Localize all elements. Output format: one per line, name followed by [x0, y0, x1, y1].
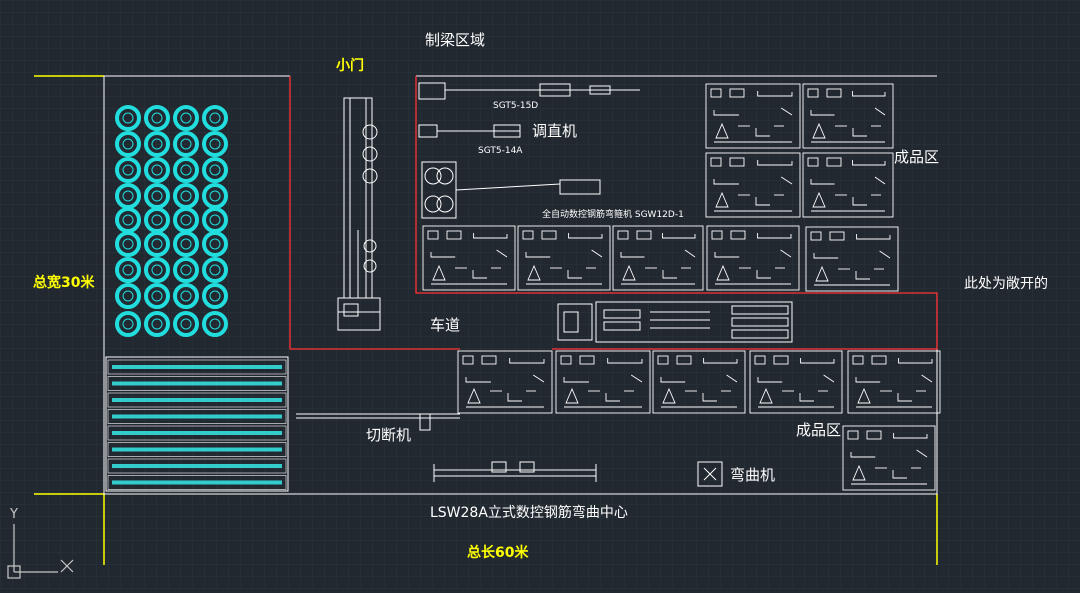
- coil-icon: [173, 105, 199, 131]
- coil-icon: [115, 283, 141, 309]
- total-length-label: 总长60米: [467, 544, 529, 561]
- coil-icon: [115, 231, 141, 257]
- coil-icon: [115, 131, 141, 157]
- open-side-label: 此处为敞开的: [964, 276, 1048, 292]
- machine-sgt5-14a-label: SGT5-14A: [478, 146, 523, 156]
- total-width-label: 总宽30米: [33, 274, 95, 291]
- cutter-machine: [296, 413, 460, 431]
- finished-area-label: 成品区: [894, 148, 939, 166]
- rack-icon: [107, 425, 287, 441]
- product-rack: [749, 350, 843, 414]
- vertical-bending-center-label: LSW28A立式数控钢筋弯曲中心: [430, 504, 628, 521]
- cutter-label: 切断机: [366, 426, 411, 444]
- coil-icon: [202, 157, 228, 183]
- coil-icon: [202, 131, 228, 157]
- red-boundary: [289, 76, 938, 350]
- coil-icon: [173, 231, 199, 257]
- product-rack: [705, 83, 801, 149]
- small-gate-label: 小门: [336, 57, 364, 74]
- finished-area-label-2: 成品区: [796, 421, 841, 439]
- coil-storage: [115, 105, 228, 337]
- bender-machine: [697, 461, 723, 487]
- product-rack: [847, 350, 941, 414]
- product-rack: [517, 225, 611, 291]
- coil-icon: [173, 283, 199, 309]
- coil-icon: [115, 257, 141, 283]
- coil-icon: [173, 257, 199, 283]
- road-label: 车道: [430, 316, 460, 334]
- rack-icon: [107, 458, 287, 474]
- product-rack: [802, 83, 894, 149]
- coil-icon: [144, 231, 170, 257]
- coil-icon: [173, 131, 199, 157]
- bending-center: [433, 461, 597, 482]
- coil-icon: [202, 231, 228, 257]
- machine-sgt5-15d-label: SGT5-15D: [493, 101, 538, 111]
- rack-icon: [107, 359, 287, 375]
- rack-icon: [107, 409, 287, 424]
- coil-icon: [115, 311, 141, 337]
- product-rack: [842, 425, 936, 491]
- rack-icon: [107, 442, 287, 457]
- rebar-rack-storage: [105, 356, 289, 492]
- coil-icon: [115, 157, 141, 183]
- coil-icon: [144, 105, 170, 131]
- truck-icon: [337, 97, 381, 331]
- hoop-bender-label: 全自动数控钢筋弯箍机 SGW12D-1: [542, 208, 684, 220]
- coil-icon: [202, 105, 228, 131]
- product-rack: [457, 350, 553, 414]
- coil-icon: [144, 157, 170, 183]
- straightener-label: 调直机: [532, 122, 577, 140]
- product-rack: [612, 225, 704, 291]
- product-rack: [705, 152, 801, 218]
- coil-icon: [173, 157, 199, 183]
- rack-icon: [107, 392, 287, 408]
- coil-icon: [144, 257, 170, 283]
- coil-icon: [144, 131, 170, 157]
- product-rack: [652, 350, 746, 414]
- product-rack: [805, 226, 899, 292]
- coil-icon: [202, 257, 228, 283]
- coil-icon: [144, 311, 170, 337]
- bender-label: 弯曲机: [730, 466, 775, 484]
- rack-icon: [107, 376, 287, 391]
- beam-area-label: 制梁区域: [425, 31, 485, 49]
- coil-icon: [144, 283, 170, 309]
- product-rack: [706, 225, 800, 291]
- dimension-lines: [34, 75, 938, 565]
- product-rack: [422, 225, 516, 291]
- coil-icon: [202, 283, 228, 309]
- straightener-machines: [418, 82, 640, 219]
- coil-icon: [202, 311, 228, 337]
- finished-product-racks: [422, 83, 941, 491]
- building-outline: [103, 75, 938, 495]
- axis-y-label: Y: [9, 507, 18, 522]
- ucs-icon: [7, 524, 74, 579]
- product-rack: [802, 152, 894, 218]
- product-rack: [555, 350, 651, 414]
- coil-icon: [115, 105, 141, 131]
- coil-icon: [173, 311, 199, 337]
- trailer-icon: [557, 301, 793, 343]
- rack-icon: [107, 475, 287, 490]
